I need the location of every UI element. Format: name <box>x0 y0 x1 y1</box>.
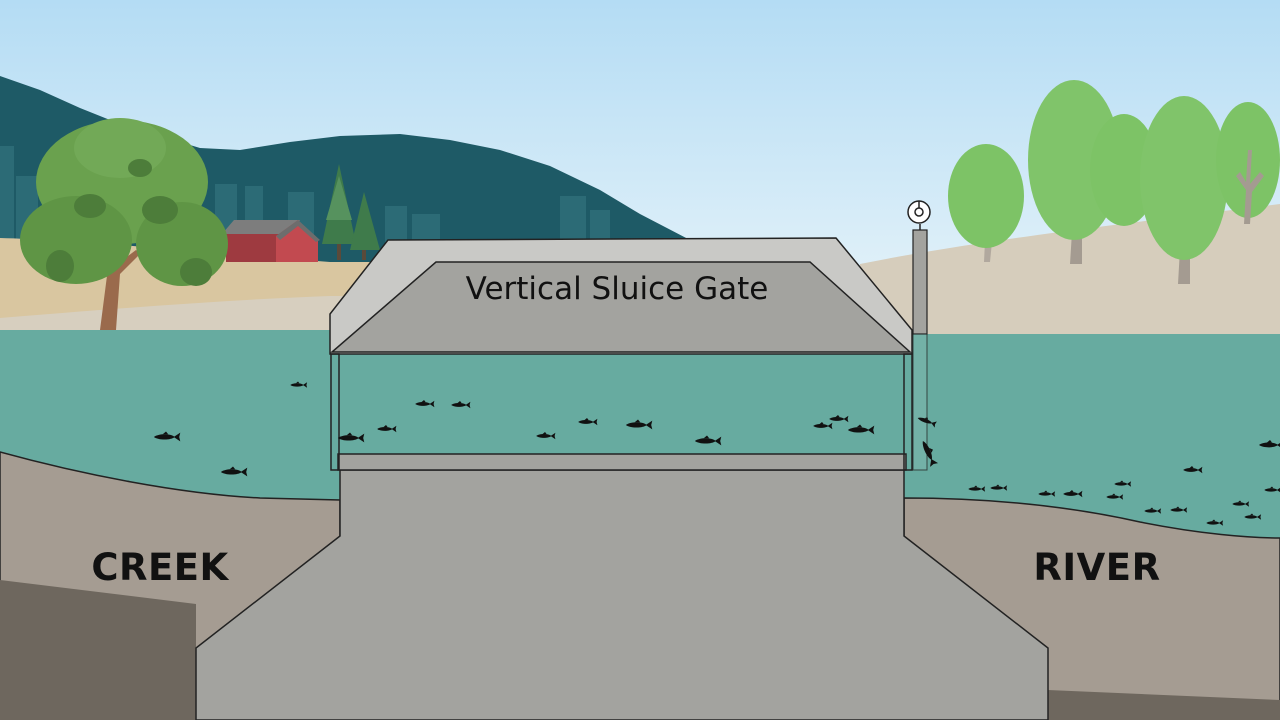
vertical-gate-panel <box>912 333 928 471</box>
river-deep-ground <box>1048 690 1280 720</box>
creek-label: CREEK <box>91 546 229 589</box>
tree-icon <box>948 80 1280 284</box>
channel-floor <box>337 453 907 471</box>
right-post <box>903 353 913 471</box>
sluice-structure-base <box>195 469 1049 720</box>
vertical-gate-shaft <box>912 229 928 335</box>
barn-icon <box>222 220 320 262</box>
river-label: RIVER <box>1033 546 1160 589</box>
creek-deep-ground <box>0 580 196 720</box>
tree-icon <box>322 164 380 260</box>
left-bank-lower <box>0 296 390 340</box>
left-post <box>330 353 340 471</box>
pulley-icon <box>907 200 931 230</box>
sluice-roof-inner <box>329 261 912 353</box>
diagram-title: Vertical Sluice Gate <box>466 271 769 307</box>
tree-icon <box>20 118 228 330</box>
